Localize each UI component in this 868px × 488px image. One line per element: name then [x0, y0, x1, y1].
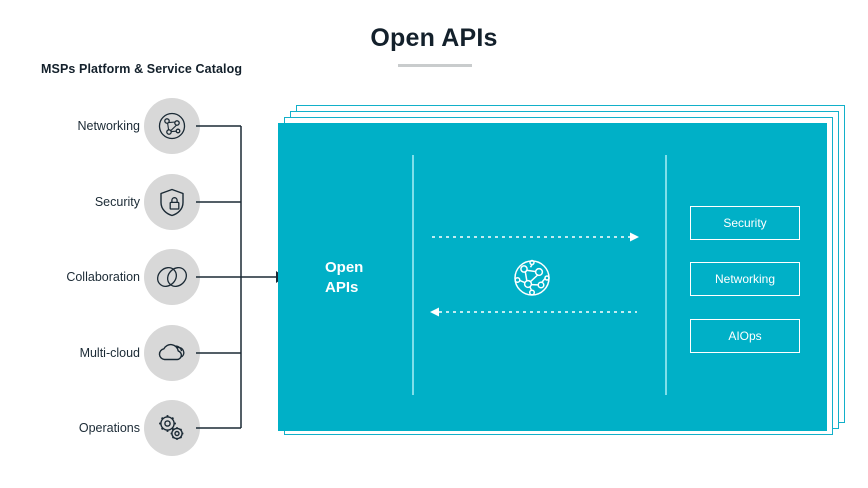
catalog-item-networking[interactable]: Networking	[20, 97, 200, 155]
catalog-item-operations[interactable]: Operations	[20, 399, 200, 457]
title-underline-rule	[398, 64, 472, 67]
gears-icon	[144, 400, 200, 456]
catalog-item-label: Operations	[78, 421, 140, 435]
panel-divider-right	[665, 155, 667, 395]
panel-chip-aiops[interactable]: AIOps	[690, 319, 800, 353]
clouds-icon	[144, 325, 200, 381]
catalog-item-collaboration[interactable]: Collaboration	[20, 248, 200, 306]
network-nodes-icon	[144, 98, 200, 154]
chip-label: AIOps	[728, 329, 762, 343]
catalog-item-multi-cloud[interactable]: Multi-cloud	[20, 324, 200, 382]
catalog-connector-bracket	[196, 110, 286, 430]
catalog-item-label: Collaboration	[66, 270, 140, 284]
catalog-item-label: Networking	[77, 119, 140, 133]
chip-label: Networking	[714, 272, 776, 286]
chip-label: Security	[723, 216, 767, 230]
arrow-right-dotted	[432, 230, 642, 242]
panel-chip-networking[interactable]: Networking	[690, 262, 800, 296]
overlapping-diamonds-icon	[144, 249, 200, 305]
catalog-item-label: Multi-cloud	[79, 346, 140, 360]
page-title: Open APIs	[370, 24, 498, 52]
catalog-item-label: Security	[94, 195, 140, 209]
catalog-heading: MSPs Platform & Service Catalog	[41, 62, 243, 76]
panel-divider-left	[412, 155, 414, 395]
panel-title: Open APIs	[325, 258, 415, 299]
shield-lock-icon	[144, 174, 200, 230]
network-topology-icon	[497, 243, 567, 313]
arrow-left-dotted	[427, 305, 637, 317]
panel-title-line2: APIs	[325, 279, 359, 297]
panel-chip-security[interactable]: Security	[690, 206, 800, 240]
catalog-item-security[interactable]: Security	[20, 173, 200, 231]
open-apis-panel	[278, 123, 827, 431]
panel-title-line1: Open	[325, 259, 364, 276]
